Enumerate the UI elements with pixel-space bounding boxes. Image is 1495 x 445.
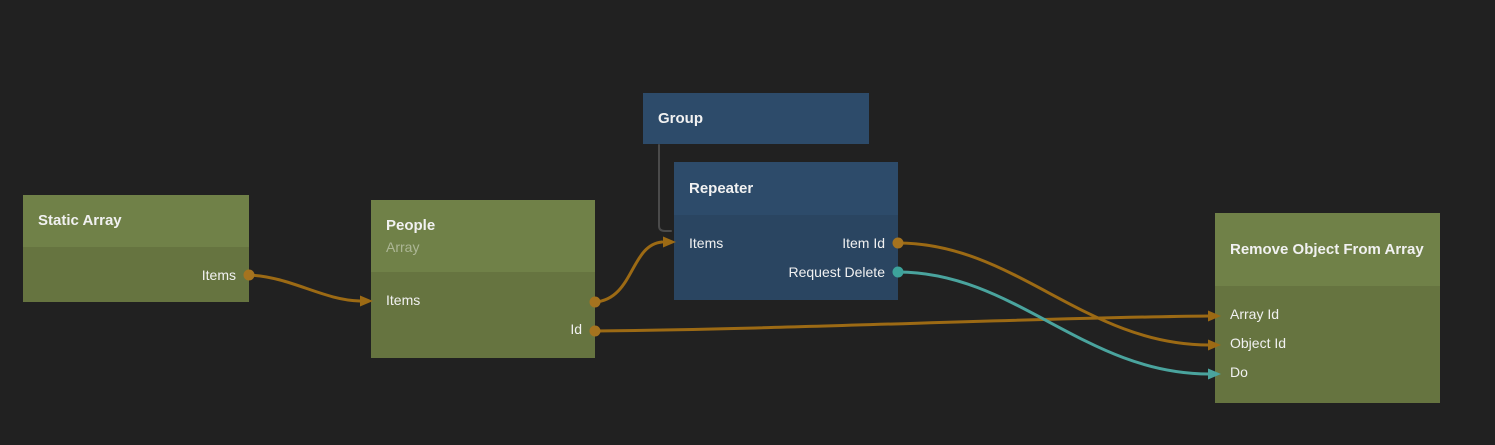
node-header[interactable]: Remove Object From Array — [1215, 213, 1440, 286]
port-label-id-output[interactable]: Id — [570, 320, 582, 337]
wire-people-items-to-repeater-items[interactable] — [593, 240, 664, 304]
port-label-item-id-output[interactable]: Item Id — [842, 234, 885, 251]
arrowhead-remove-do-input — [1208, 368, 1221, 380]
node-title: Repeater — [689, 179, 754, 197]
node-body: Items Item Id Request Delete — [674, 215, 898, 300]
port-label-items-input[interactable]: Items — [386, 291, 421, 308]
port-row: Id — [371, 314, 595, 343]
node-body: Items — [23, 247, 249, 302]
arrowhead-remove-array-id-input — [1208, 310, 1221, 322]
port-row: Object Id — [1215, 328, 1440, 357]
port-label-items-input[interactable]: Items — [689, 234, 724, 251]
port-label-array-id-input[interactable]: Array Id — [1230, 305, 1280, 322]
port-dot-static-array-items[interactable] — [243, 269, 255, 281]
port-label-request-delete-output[interactable]: Request Delete — [788, 263, 885, 280]
node-title: Static Array — [38, 212, 122, 229]
arrowhead-remove-object-id-input — [1208, 339, 1221, 351]
node-title: People — [386, 217, 436, 234]
port-dot-repeater-request-delete[interactable] — [892, 266, 904, 278]
node-subtitle: Array — [386, 239, 420, 255]
port-row: Items Item Id — [674, 228, 898, 257]
node-repeater[interactable]: Repeater Items Item Id Request Delete — [674, 162, 898, 300]
wire-repeater-request-delete-to-remove-do[interactable] — [896, 270, 1211, 376]
node-people[interactable]: People Array Items Id — [371, 200, 595, 358]
wire-people-id-to-remove-array-id[interactable] — [593, 314, 1211, 333]
port-row: Items — [371, 285, 595, 314]
arrowhead-people-items-input — [360, 295, 373, 307]
port-dot-people-id[interactable] — [589, 325, 601, 337]
port-row: Request Delete — [674, 257, 898, 286]
node-body: Array Id Object Id Do — [1215, 286, 1440, 403]
node-header[interactable]: Repeater — [674, 162, 898, 215]
node-remove-object-from-array[interactable]: Remove Object From Array Array Id Object… — [1215, 213, 1440, 403]
node-header[interactable]: Static Array — [23, 195, 249, 247]
port-label-items-output[interactable]: Items — [201, 266, 236, 283]
node-header[interactable]: Group — [643, 93, 869, 144]
node-group[interactable]: Group — [643, 93, 869, 144]
node-header[interactable]: People Array — [371, 200, 595, 272]
node-body: Items Id — [371, 272, 595, 358]
node-title: Remove Object From Array — [1230, 240, 1424, 258]
wire-repeater-item-id-to-remove-object-id[interactable] — [896, 241, 1211, 347]
port-label-do-input[interactable]: Do — [1230, 363, 1248, 380]
node-title: Group — [658, 109, 703, 127]
child-link-group-to-repeater[interactable] — [658, 144, 672, 232]
port-dot-people-items[interactable] — [589, 296, 601, 308]
arrowhead-repeater-items-input — [663, 236, 676, 248]
port-row: Do — [1215, 357, 1440, 386]
node-static-array[interactable]: Static Array Items — [23, 195, 249, 302]
port-row: Array Id — [1215, 299, 1440, 328]
port-label-object-id-input[interactable]: Object Id — [1230, 334, 1287, 351]
port-dot-repeater-item-id[interactable] — [892, 237, 904, 249]
wire-static-array-items-to-people-items[interactable] — [247, 273, 362, 303]
port-row: Items — [23, 260, 249, 289]
